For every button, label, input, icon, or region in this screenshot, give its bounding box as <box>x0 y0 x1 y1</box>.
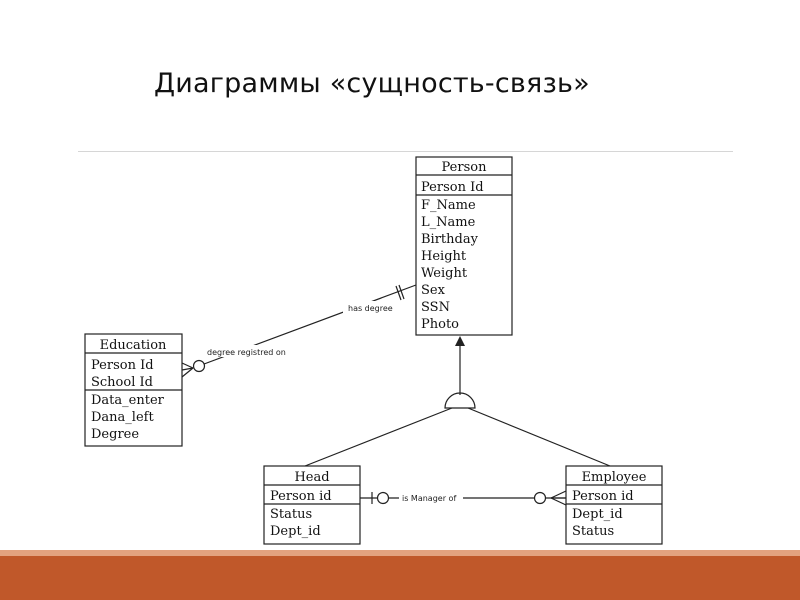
footer-band <box>0 556 800 600</box>
footer-band-highlight <box>0 550 800 556</box>
crowsfoot-employee-1 <box>550 490 567 499</box>
manager-label-bg <box>399 492 463 504</box>
person-attr-4: Birthday <box>421 232 479 247</box>
head-attr-3: Dept_id <box>270 524 321 539</box>
education-attr-2: School Id <box>91 375 153 390</box>
person-attr-2: F_Name <box>421 198 476 213</box>
has-degree-tick-1 <box>395 285 402 301</box>
person-title: Person <box>442 160 488 175</box>
person-attr-9: Photo <box>421 317 459 332</box>
crowsfoot-employee-3 <box>550 497 567 506</box>
subtype-symbol <box>444 392 476 409</box>
person-attr-6: Weight <box>421 266 468 281</box>
entity-head: Head Person id Status Dept_id <box>263 465 361 545</box>
head-attr-1: Person id <box>270 489 332 504</box>
has-degree-tick-2 <box>398 284 405 300</box>
education-attr-3: Data_enter <box>91 393 165 408</box>
education-optional-circle <box>192 359 206 373</box>
education-title: Education <box>100 338 167 353</box>
subtype-line-employee <box>467 407 611 467</box>
person-attr-1: Person Id <box>421 180 484 195</box>
head-box <box>263 465 361 545</box>
slide-title: Диаграммы «сущность-связь» <box>154 68 590 99</box>
education-attr-5: Degree <box>91 427 139 442</box>
person-attr-8: SSN <box>421 300 450 315</box>
is-manager-of-label: is Manager of <box>402 494 456 503</box>
employee-optional-circle <box>533 491 547 505</box>
crowsfoot-education-2 <box>181 367 194 371</box>
head-attr-2: Status <box>270 507 312 522</box>
crowsfoot-education-1 <box>181 362 194 369</box>
person-attr-7: Sex <box>421 283 446 298</box>
has-degree-label: has degree <box>348 304 393 313</box>
entity-employee: Employee Person id Dept_id Status <box>565 465 663 545</box>
employee-attr-3: Status <box>572 524 614 539</box>
person-box <box>415 156 513 336</box>
degree-registred-label-bg <box>204 345 292 357</box>
head-optional-circle <box>376 491 390 505</box>
education-attr-4: Dana_left <box>91 410 154 425</box>
person-attr-5: Height <box>421 249 467 264</box>
employee-title: Employee <box>582 470 647 485</box>
entity-education: Education Person Id School Id Data_enter… <box>84 333 183 447</box>
crowsfoot-education-3 <box>181 367 194 378</box>
isa-arrowhead <box>455 336 465 346</box>
employee-box <box>565 465 663 545</box>
employee-attr-1: Person id <box>572 489 634 504</box>
degree-registred-on-label: degree registred on <box>207 348 286 357</box>
title-divider <box>78 151 733 152</box>
head-title: Head <box>294 470 329 485</box>
subtype-line-head <box>304 407 453 467</box>
person-attr-3: L_Name <box>421 215 476 230</box>
employee-attr-2: Dept_id <box>572 507 623 522</box>
has-degree-label-bg <box>343 301 399 313</box>
education-attr-1: Person Id <box>91 358 154 373</box>
entity-person: Person Person Id F_Name L_Name Birthday … <box>415 156 513 336</box>
